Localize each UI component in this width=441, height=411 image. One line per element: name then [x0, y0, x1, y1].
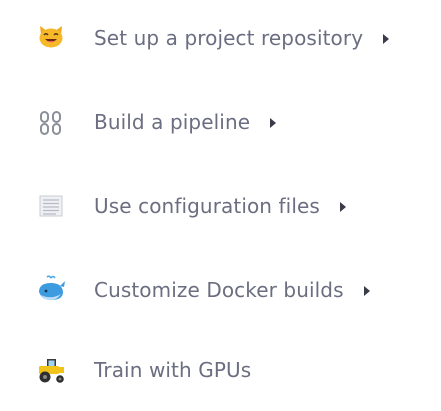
menu-item-train-with-gpus[interactable]: Train with GPUs — [0, 350, 441, 390]
menu-item-label: Build a pipeline — [94, 110, 251, 134]
menu-item-use-configuration-files[interactable]: Use configuration files — [0, 186, 441, 226]
menu-item-build-a-pipeline[interactable]: Build a pipeline — [0, 102, 441, 142]
menu-item-set-up-project-repository[interactable]: Set up a project repository — [0, 18, 441, 58]
menu-item-label: Train with GPUs — [94, 358, 252, 382]
menu-item-label: Customize Docker builds — [94, 278, 344, 302]
spouting-whale-icon — [39, 275, 65, 300]
chevron-right-icon — [383, 33, 390, 44]
chain-links-icon — [40, 111, 61, 135]
chevron-right-icon — [363, 285, 370, 296]
menu-item-label: Set up a project repository — [94, 26, 364, 50]
smiling-cat-icon — [39, 26, 63, 48]
scroll-page-icon — [39, 195, 63, 217]
menu-item-label: Use configuration files — [94, 194, 320, 218]
chevron-right-icon — [339, 201, 346, 212]
chevron-right-icon — [270, 117, 277, 128]
menu-item-customize-docker-builds[interactable]: Customize Docker builds — [0, 270, 441, 310]
tractor-icon — [39, 359, 64, 383]
